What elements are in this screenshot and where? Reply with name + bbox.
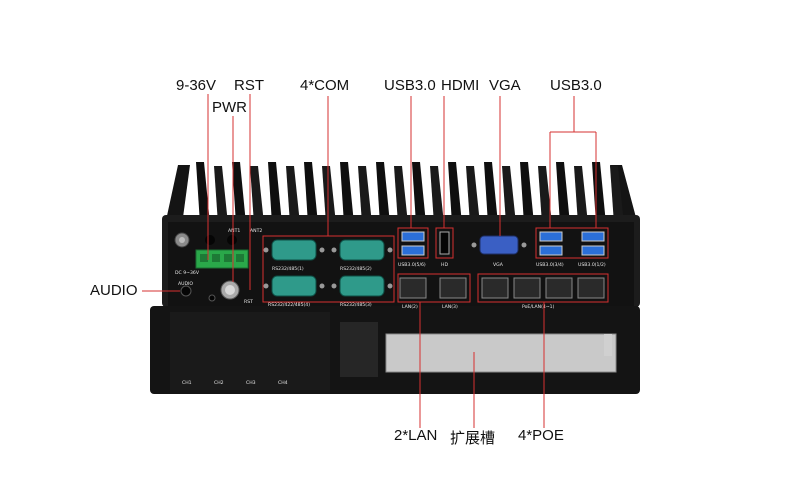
hdmi-port bbox=[439, 231, 450, 255]
silk-ch2: CH2 bbox=[214, 380, 224, 386]
ant1-hole bbox=[205, 235, 215, 245]
heatsink-fin bbox=[394, 166, 408, 224]
heatsink-fin bbox=[592, 162, 606, 224]
heatsink-fin bbox=[304, 162, 318, 224]
bracket-block bbox=[340, 322, 378, 377]
callout-lines bbox=[142, 94, 597, 428]
silk-ant1: ANT1 bbox=[228, 228, 240, 234]
small-jack-icon bbox=[208, 294, 216, 302]
heatsink-fin bbox=[538, 166, 552, 224]
label-audio: AUDIO bbox=[90, 282, 138, 299]
heatsink-fin bbox=[502, 166, 516, 224]
label-2-lan: 2*LAN bbox=[394, 427, 438, 444]
ant2-hole bbox=[227, 235, 237, 245]
silk-poe: PoE/LAN(4~1) bbox=[522, 304, 555, 310]
silk-ant2: ANT2 bbox=[250, 228, 262, 234]
heatsink-fin bbox=[340, 162, 354, 224]
heatsink-fin bbox=[466, 166, 480, 224]
silk-com1: RS232/485(1) bbox=[272, 266, 304, 272]
silk-com2: RS232/485(2) bbox=[340, 266, 372, 272]
expansion-slot-cover bbox=[385, 333, 617, 373]
com-ports bbox=[263, 239, 393, 297]
silk-ch3: CH3 bbox=[246, 380, 256, 386]
silk-lan3: LAN(3) bbox=[442, 304, 458, 310]
usb-ports bbox=[401, 231, 605, 256]
silk-com4: RS232/422/485(4) bbox=[268, 302, 310, 308]
heatsink-fin bbox=[196, 162, 210, 224]
label-usb3-left: USB3.0 bbox=[384, 77, 436, 94]
label-9-36v: 9-36V bbox=[176, 77, 217, 94]
heatsink-fin bbox=[556, 162, 570, 224]
label-usb3-right: USB3.0 bbox=[550, 77, 602, 94]
label-pwr: PWR bbox=[212, 99, 247, 116]
com1-port bbox=[271, 239, 317, 261]
label-vga: VGA bbox=[489, 77, 521, 94]
heatsink-fin bbox=[412, 162, 426, 224]
audio-jack-icon bbox=[180, 285, 192, 297]
com4-port bbox=[271, 275, 317, 297]
silk-hd: HD bbox=[441, 262, 448, 268]
com3-port bbox=[339, 275, 385, 297]
silk-vga: VGA bbox=[493, 262, 504, 268]
heatsink-fin bbox=[358, 166, 372, 224]
silk-rst: RST bbox=[244, 299, 253, 305]
heatsink-fin bbox=[286, 166, 300, 224]
label-4-poe: 4*POE bbox=[518, 427, 564, 444]
silk-ch4: CH4 bbox=[278, 380, 288, 386]
silk-com3: RS232/485(3) bbox=[340, 302, 372, 308]
silk-usb12: USB3.0(1/2) bbox=[578, 262, 606, 268]
label-hdmi: HDMI bbox=[441, 77, 480, 94]
lan-ports bbox=[399, 277, 605, 299]
silk-ch1: CH1 bbox=[182, 380, 192, 386]
heatsink-fin bbox=[610, 166, 624, 224]
label-4-com: 4*COM bbox=[300, 77, 350, 94]
label-rst: RST bbox=[234, 77, 264, 94]
heatsink-fin bbox=[520, 162, 534, 224]
silk-lan2: LAN(2) bbox=[402, 304, 418, 310]
heatsink-fin bbox=[376, 162, 390, 224]
dc-terminal-block bbox=[195, 249, 249, 269]
heatsink-fin bbox=[430, 166, 444, 224]
heatsink-fin bbox=[322, 166, 336, 224]
fin-array bbox=[196, 162, 624, 224]
heatsink-fin bbox=[250, 166, 264, 224]
heatsink-fin bbox=[214, 166, 228, 224]
silk-usb34: USB3.0(3/4) bbox=[536, 262, 564, 268]
expansion-panel-left bbox=[170, 312, 330, 390]
heatsink-fin bbox=[232, 162, 246, 224]
heatsink-fin bbox=[484, 162, 498, 224]
silk-usb56: USB3.0(5/6) bbox=[398, 262, 426, 268]
silk-audio: AUDIO bbox=[178, 281, 193, 287]
com2-port bbox=[339, 239, 385, 261]
vga-port bbox=[479, 235, 519, 255]
heatsink-fin bbox=[268, 162, 282, 224]
slot-latch bbox=[604, 334, 612, 356]
label-expansion-slot: 扩展槽 bbox=[450, 430, 496, 447]
heatsink-fin bbox=[448, 162, 462, 224]
heatsink-fin bbox=[574, 166, 588, 224]
silk-dc: DC 9~36V bbox=[175, 270, 200, 276]
